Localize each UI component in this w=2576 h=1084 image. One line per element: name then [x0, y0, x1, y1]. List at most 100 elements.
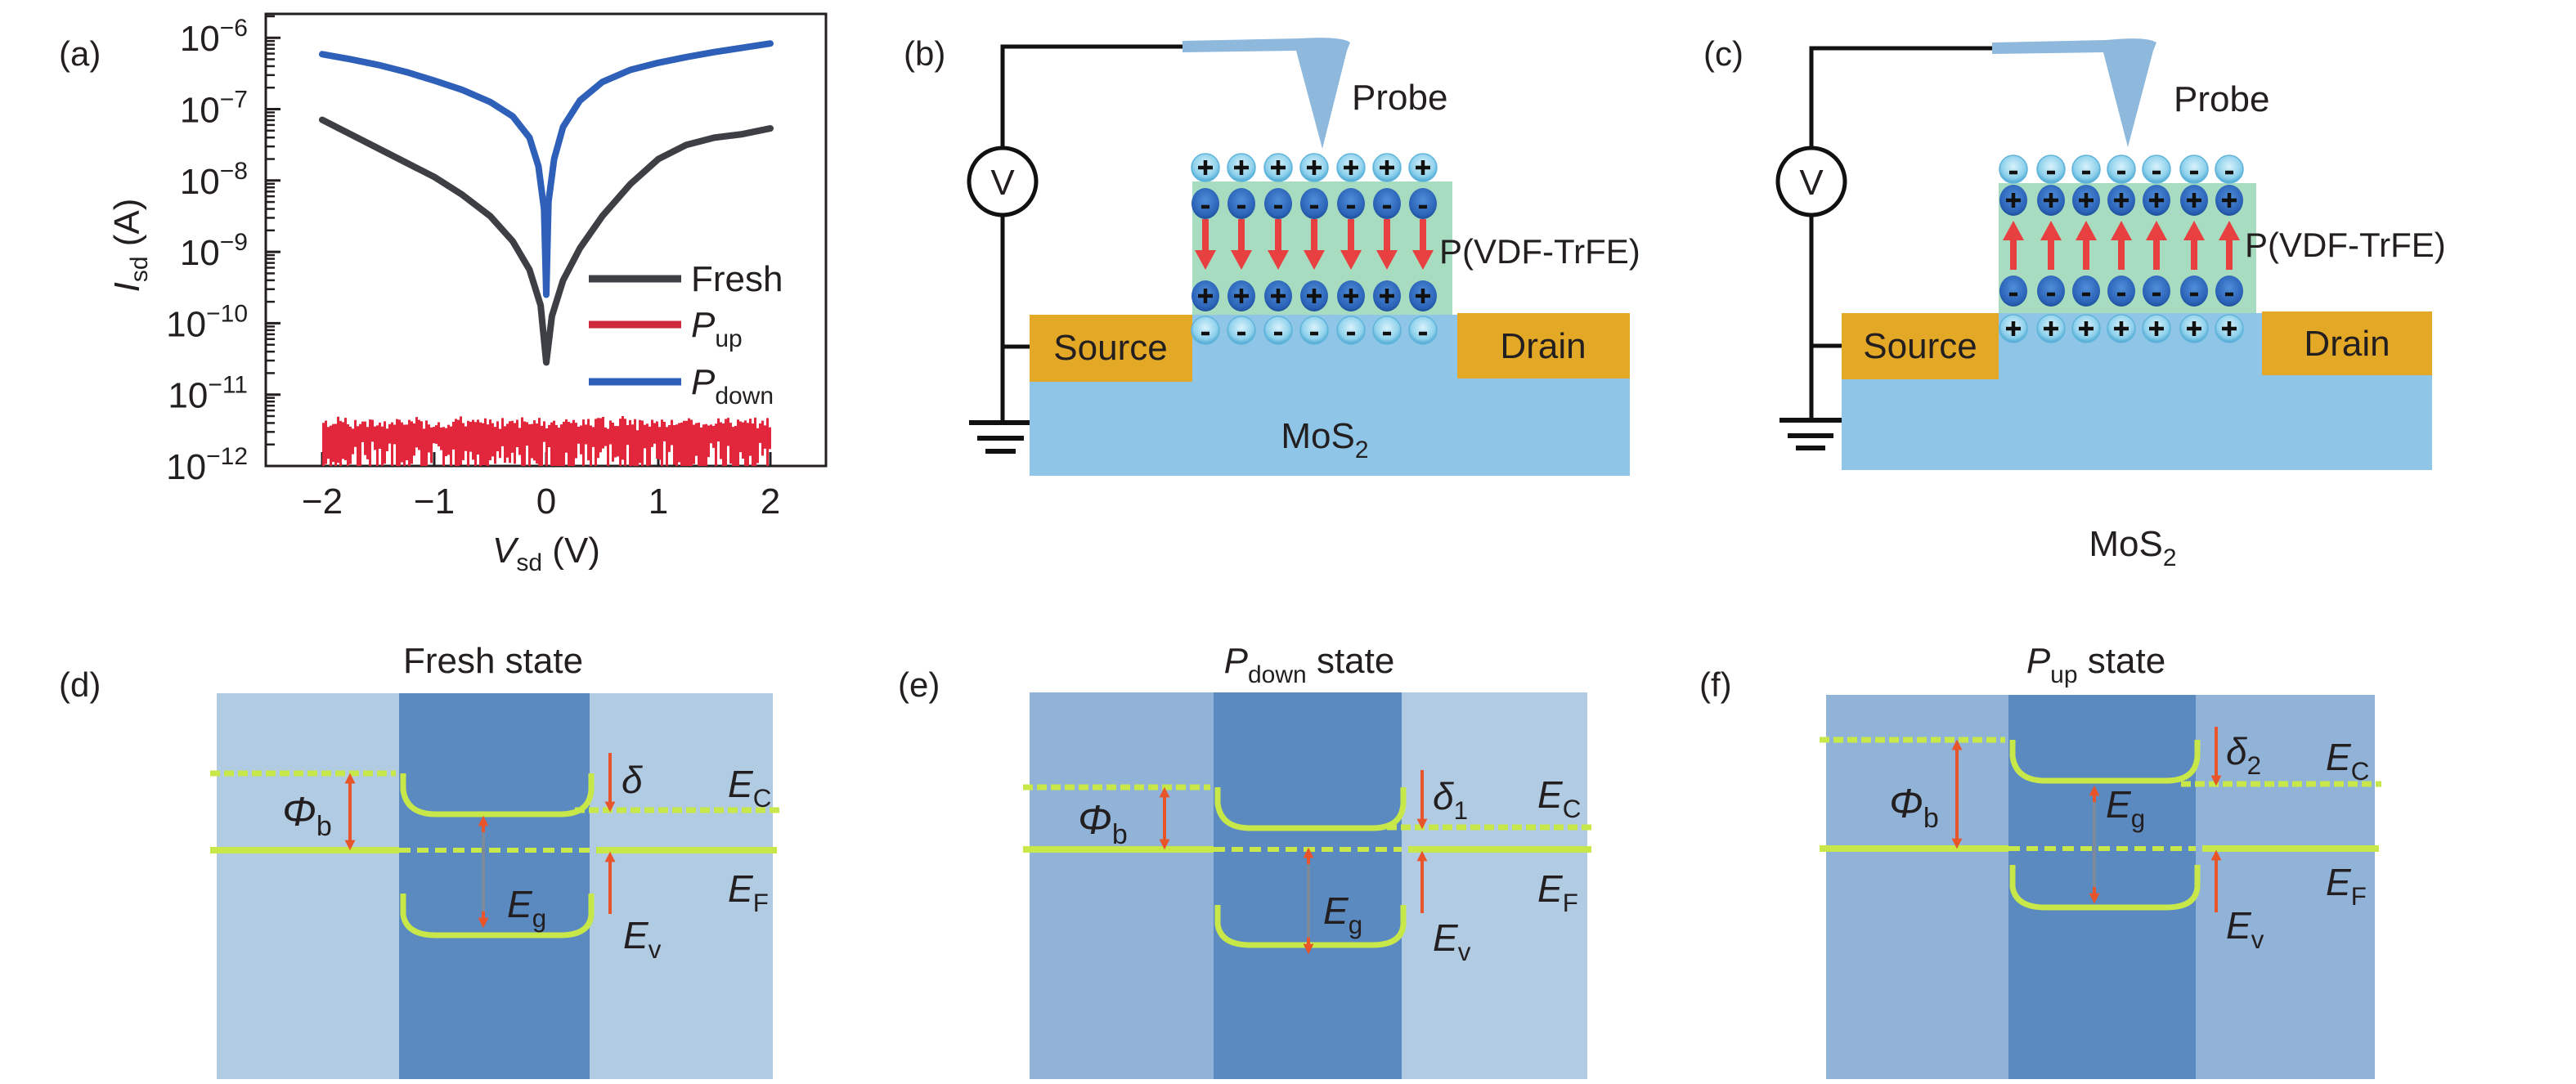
- semiconductor-region: [2008, 695, 2196, 1079]
- charge-negative-icon: [2036, 155, 2066, 184]
- x-axis-label: Vsd (V): [492, 531, 600, 576]
- charge-positive-icon: [2142, 314, 2171, 343]
- charge-positive-icon: [1227, 280, 1255, 311]
- valence-band-edge: [400, 894, 595, 938]
- conduction-band-edge: [1214, 787, 1407, 831]
- source-label: Source: [1863, 326, 1977, 366]
- circuit-wire: [1809, 46, 1992, 148]
- charge-positive-icon: [2071, 314, 2101, 343]
- charge-positive-icon: [2215, 314, 2244, 343]
- charge-positive-icon: [1999, 185, 2027, 216]
- charge-negative-icon: [1408, 316, 1438, 345]
- y-tick-label: 10−11: [168, 372, 248, 416]
- charge-positive-icon: [1263, 153, 1293, 182]
- fermi-label: EF: [1537, 867, 1578, 917]
- charge-negative-icon: [1191, 316, 1220, 345]
- valence-label: Ev: [623, 914, 662, 964]
- charge-negative-icon: [1227, 316, 1256, 345]
- polarization-arrow-up-icon: [2219, 221, 2240, 270]
- polarization-arrow-down-icon: [1268, 219, 1289, 270]
- charge-positive-icon: [2107, 185, 2135, 216]
- conduction-label: EC: [728, 763, 771, 813]
- film-label: P(VDF-TrFE): [1439, 232, 1640, 271]
- x-tick-label: −2: [302, 482, 343, 522]
- probe-tip-icon: [1183, 38, 1350, 149]
- source-label: Source: [1053, 328, 1167, 368]
- y-tick-label: 10−10: [166, 300, 248, 344]
- polarization-arrow-down-icon: [1412, 219, 1434, 270]
- panel-letter-d: (d): [59, 665, 101, 704]
- polarization-arrow-down-icon: [1340, 219, 1362, 270]
- conduction-label: EC: [2326, 736, 2369, 786]
- charge-negative-icon: [2071, 155, 2101, 184]
- legend-label-fresh: Fresh: [691, 259, 783, 299]
- charge-positive-icon: [1409, 280, 1437, 311]
- charge-negative-icon: [2215, 275, 2243, 307]
- charge-positive-icon: [1300, 280, 1328, 311]
- probe-label: Probe: [2174, 79, 2269, 119]
- charge-positive-icon: [1191, 153, 1220, 182]
- probe-tip-icon: [1992, 38, 2156, 148]
- conduction-band-edge: [400, 773, 595, 817]
- charge-positive-icon: [1337, 280, 1365, 311]
- offset-label: δ: [622, 759, 643, 801]
- charge-positive-icon: [1373, 280, 1401, 311]
- y-tick-label: 10−7: [180, 87, 248, 131]
- y-tick-label: 10−6: [180, 15, 248, 59]
- metal-region-left: [1826, 695, 2008, 1079]
- voltmeter-icon: V: [1775, 146, 1847, 217]
- charge-negative-icon: [1300, 188, 1328, 219]
- panel-title: Fresh state: [403, 641, 583, 681]
- drain-electrode: [2262, 311, 2432, 375]
- charge-negative-icon: [1373, 188, 1401, 219]
- metal-region-right: [1402, 692, 1587, 1079]
- series-layer: [319, 40, 774, 466]
- series-p-down: [319, 40, 774, 298]
- polarization-arrow-down-icon: [1376, 219, 1398, 270]
- legend-label-p-up: Pup: [691, 305, 743, 352]
- ground-icon: [1779, 418, 1842, 450]
- charge-positive-icon: [2037, 185, 2065, 216]
- legend-item-p-up: Pup: [589, 305, 743, 352]
- barrier-height-label: Φb: [282, 789, 332, 842]
- charge-positive-icon: [1227, 153, 1256, 182]
- metal-region-left: [1030, 692, 1214, 1079]
- charge-negative-icon: [1337, 188, 1365, 219]
- conduction-band-edge: [2009, 740, 2201, 784]
- circuit-wire: [1000, 44, 1183, 147]
- charge-layer: [1191, 153, 1438, 345]
- charge-positive-icon: [2143, 185, 2170, 216]
- charge-negative-icon: [1372, 316, 1402, 345]
- charge-negative-icon: [1409, 188, 1437, 219]
- charge-positive-icon: [1299, 153, 1329, 182]
- panel-title: Pup state: [2026, 641, 2165, 688]
- legend-item-fresh: Fresh: [589, 259, 783, 299]
- conduction-label: EC: [1537, 773, 1581, 823]
- barrier-height-label: Φb: [1889, 781, 1939, 834]
- substrate-label: MoS2: [1281, 416, 1368, 464]
- source-electrode: [1030, 315, 1192, 382]
- film-label: P(VDF-TrFE): [2245, 226, 2446, 264]
- bandgap-label: Eg: [507, 883, 546, 933]
- panel-letter-f: (f): [1699, 665, 1732, 704]
- panel-b: (b) V Probe MoS2 Source Drain P(VDF-TrFE…: [904, 34, 1640, 476]
- charge-negative-icon: [2180, 275, 2208, 307]
- charge-negative-icon: [2143, 275, 2170, 307]
- y-tick-label: 10−9: [180, 229, 248, 273]
- valence-label: Ev: [1433, 916, 1471, 966]
- charge-positive-icon: [1264, 280, 1292, 311]
- panel-letter-a: (a): [59, 34, 101, 73]
- barrier-height-label: Φb: [1078, 797, 1128, 850]
- charge-positive-icon: [2036, 314, 2066, 343]
- substrate-label: MoS2: [2089, 524, 2176, 571]
- svg-text:V: V: [1799, 163, 1824, 203]
- charge-negative-icon: [1264, 188, 1292, 219]
- offset-label: δ1: [1433, 775, 1468, 825]
- charge-negative-icon: [2107, 275, 2135, 307]
- charge-negative-icon: [2142, 155, 2171, 184]
- x-tick-label: 1: [648, 482, 668, 522]
- legend-item-p-down: Pdown: [589, 362, 774, 410]
